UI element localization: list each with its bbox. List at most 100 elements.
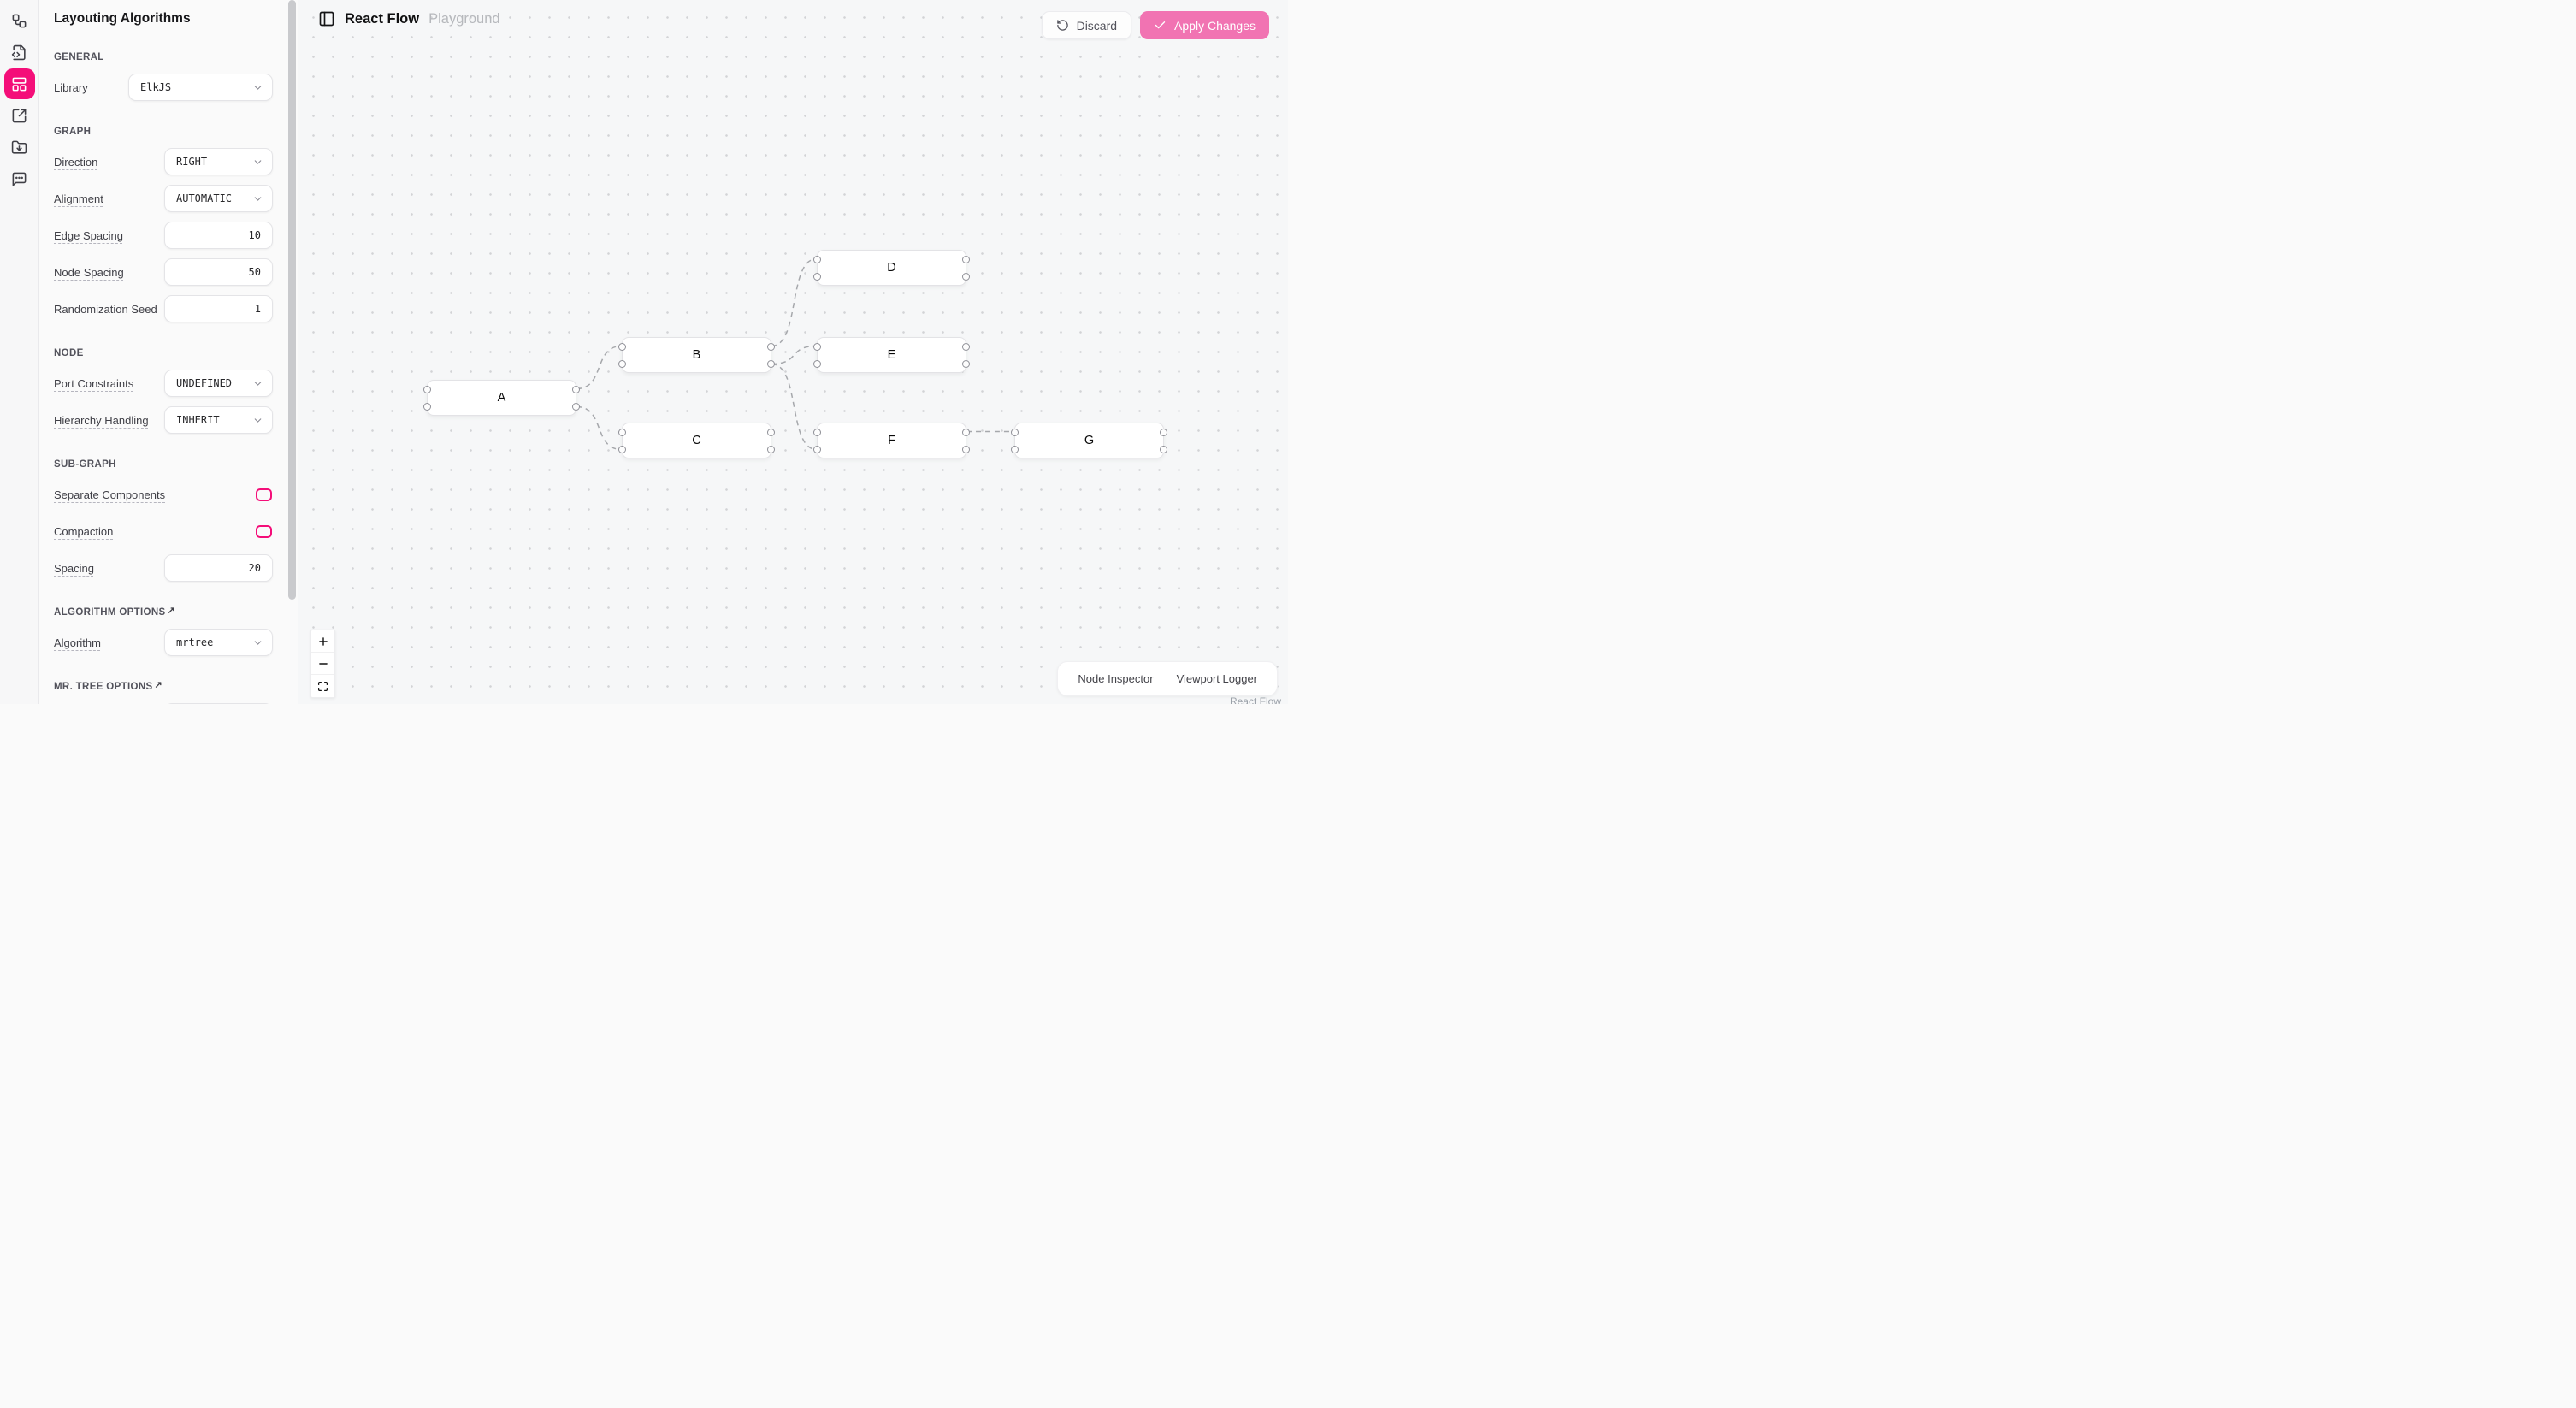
node-handle-F-left-top[interactable]: [813, 428, 821, 436]
compaction-checkbox[interactable]: [256, 524, 272, 538]
node-handle-E-right-top[interactable]: [962, 342, 970, 351]
debug-panel: Node Inspector Viewport Logger: [1057, 661, 1278, 696]
rail-item-file-code[interactable]: [4, 37, 35, 68]
node-handle-B-left-top[interactable]: [618, 342, 626, 351]
alignment-select[interactable]: AUTOMATIC: [164, 185, 273, 212]
direction-select[interactable]: RIGHT: [164, 148, 273, 175]
node-handle-F-right-top[interactable]: [962, 428, 970, 436]
randomization-seed-input[interactable]: [164, 295, 273, 322]
section-heading-node: NODE: [54, 348, 84, 358]
zoom-in-button[interactable]: [311, 630, 334, 653]
node-inspector-toggle[interactable]: Node Inspector: [1078, 672, 1154, 685]
flow-node-C[interactable]: C: [618, 423, 775, 458]
flow-edge-B-F[interactable]: [771, 363, 818, 451]
library-select[interactable]: ElkJS: [128, 74, 273, 101]
external-link-arrow-icon: ↗: [154, 680, 163, 690]
node-handle-E-left-bottom[interactable]: [813, 359, 821, 368]
option-select[interactable]: [164, 703, 273, 704]
setting-row-separate-components: Separate Components: [54, 481, 273, 508]
rail-item-feedback[interactable]: [4, 163, 35, 194]
flow-edge-B-D[interactable]: [771, 257, 818, 347]
node-handle-A-left-top[interactable]: [423, 385, 431, 393]
setting-row-spacing: Spacing: [54, 554, 273, 582]
separate-components-checkbox[interactable]: [256, 488, 272, 501]
node-handle-C-right-top[interactable]: [767, 428, 775, 436]
section-heading-graph: GRAPH: [54, 127, 92, 137]
spacing-input[interactable]: [164, 554, 273, 582]
setting-row-compaction: Compaction: [54, 518, 273, 545]
setting-label-direction: Direction: [54, 155, 98, 169]
node-handle-G-left-bottom[interactable]: [1011, 445, 1019, 453]
node-handle-D-left-top[interactable]: [813, 255, 821, 263]
node-handle-B-right-top[interactable]: [767, 342, 775, 351]
flow-canvas[interactable]: A B C D E F G React Flow Playground Discard Ap…: [298, 0, 1288, 704]
node-handle-A-right-bottom[interactable]: [572, 402, 580, 411]
node-spacing-input[interactable]: [164, 258, 273, 286]
section-heading-sub-graph: SUB-GRAPH: [54, 459, 116, 470]
react-flow-attribution[interactable]: React Flow: [1229, 695, 1281, 704]
node-handle-G-right-bottom[interactable]: [1160, 445, 1167, 453]
setting-label-edge-spacing: Edge Spacing: [54, 228, 123, 242]
port-constraints-select[interactable]: UNDEFINED: [164, 370, 273, 397]
folder-down-icon: [11, 140, 27, 154]
node-handle-D-left-bottom[interactable]: [813, 272, 821, 281]
chevron-down-icon: [254, 640, 262, 645]
node-handle-G-right-top[interactable]: [1160, 428, 1167, 436]
node-handle-F-left-bottom[interactable]: [813, 445, 821, 453]
node-handle-C-left-top[interactable]: [618, 428, 626, 436]
discard-button[interactable]: Discard: [1041, 11, 1132, 39]
flow-edge-B-E[interactable]: [771, 345, 818, 365]
apply-changes-button[interactable]: Apply Changes: [1140, 11, 1269, 39]
node-handle-C-left-bottom[interactable]: [618, 445, 626, 453]
node-handle-G-left-top[interactable]: [1011, 428, 1019, 436]
page-subtitle: Playground: [428, 10, 500, 27]
flow-node-G[interactable]: G: [1011, 423, 1167, 458]
node-handle-B-right-bottom[interactable]: [767, 359, 775, 368]
algorithm-select[interactable]: mrtree: [164, 629, 273, 656]
layout-icon: [12, 77, 27, 91]
workflow-icon: [12, 14, 27, 27]
flow-node-E[interactable]: E: [813, 337, 970, 373]
node-handle-A-right-top[interactable]: [572, 385, 580, 393]
topbar-actions: Discard Apply Changes: [1041, 11, 1269, 39]
library-select-value: ElkJS: [140, 81, 172, 93]
flow-node-F[interactable]: F: [813, 423, 970, 458]
node-handle-A-left-bottom[interactable]: [423, 402, 431, 411]
check-icon: [1155, 21, 1166, 29]
rail-item-folder-down[interactable]: [4, 132, 35, 163]
node-handle-C-right-bottom[interactable]: [767, 445, 775, 453]
rail-item-workflow[interactable]: [4, 5, 35, 36]
section-heading-general: GENERAL: [54, 52, 104, 62]
node-handle-D-right-top[interactable]: [962, 255, 970, 263]
node-handle-E-right-bottom[interactable]: [962, 359, 970, 368]
zoom-out-button[interactable]: [311, 653, 334, 675]
panel-left-icon[interactable]: [318, 10, 335, 27]
node-handle-B-left-bottom[interactable]: [618, 359, 626, 368]
rail-item-layouting[interactable]: [3, 68, 35, 99]
node-handle-D-right-bottom[interactable]: [962, 272, 970, 281]
fit-view-button[interactable]: [311, 675, 334, 697]
setting-label-node-spacing: Node Spacing: [54, 265, 124, 279]
flow-edge-A-B[interactable]: [576, 345, 623, 390]
section-heading-mr-tree-options[interactable]: MR. TREE OPTIONS↗: [54, 680, 163, 692]
flow-node-B[interactable]: B: [618, 337, 775, 373]
panel-scrollbar[interactable]: [288, 0, 296, 600]
edge-spacing-input[interactable]: [164, 222, 273, 249]
node-handle-E-left-top[interactable]: [813, 342, 821, 351]
rail-item-external-link[interactable]: [4, 100, 35, 131]
rotate-ccw-icon: [1056, 20, 1068, 31]
flow-node-D[interactable]: D: [813, 250, 970, 286]
flow-node-A[interactable]: A: [423, 380, 580, 416]
node-handle-F-right-bottom[interactable]: [962, 445, 970, 453]
viewport-logger-toggle[interactable]: Viewport Logger: [1176, 672, 1257, 685]
flow-header: React Flow Playground: [318, 10, 500, 27]
hierarchy-handling-select-value: INHERIT: [176, 414, 220, 426]
direction-select-value: RIGHT: [176, 156, 208, 168]
setting-label-hierarchy-handling: Hierarchy Handling: [54, 413, 149, 427]
hierarchy-handling-select[interactable]: INHERIT: [164, 406, 273, 434]
section-heading-algorithm-options[interactable]: ALGORITHM OPTIONS↗: [54, 606, 176, 618]
flow-edge-A-C[interactable]: [576, 405, 623, 451]
